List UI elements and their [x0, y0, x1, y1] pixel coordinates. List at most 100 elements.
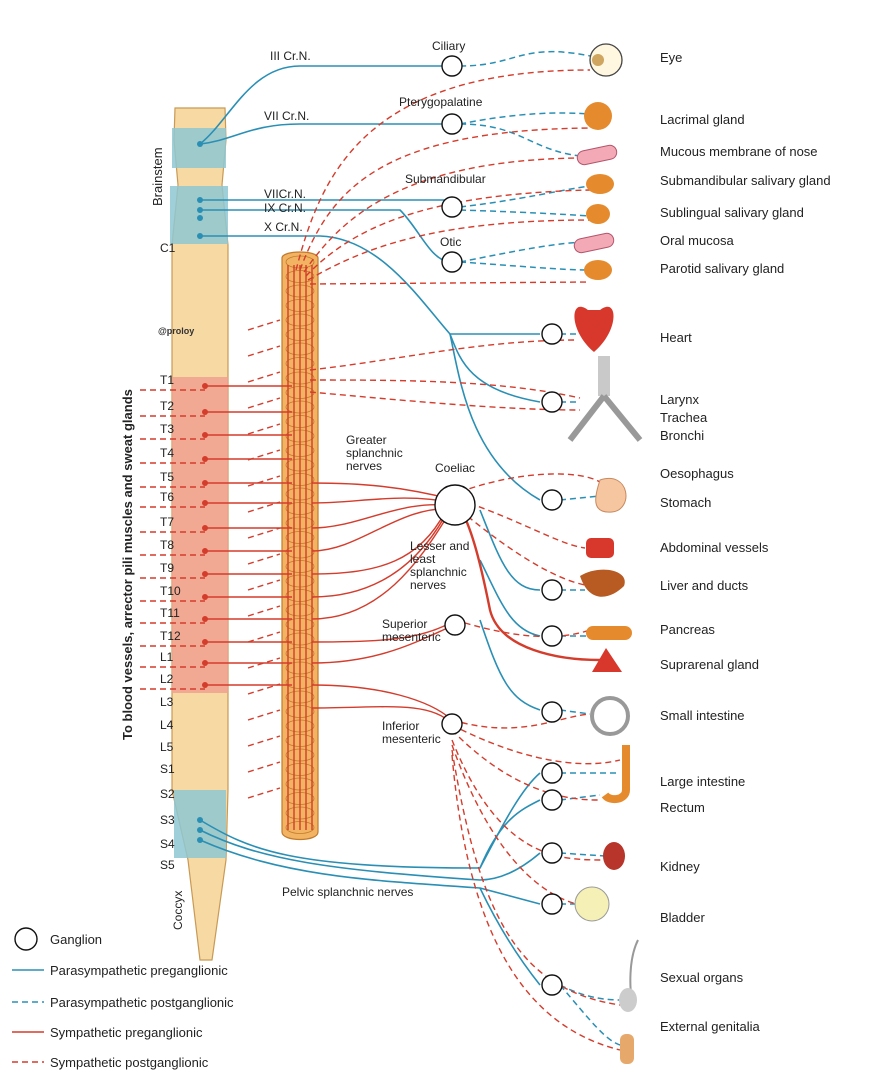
cord-dot: [202, 616, 208, 622]
greater-splanchnic-nerve: [311, 497, 456, 504]
suprarenal-icon: [592, 648, 622, 672]
abdominal-vessel-icon: [586, 538, 614, 558]
liver-icon: [580, 569, 625, 597]
cord-dot: [202, 571, 208, 577]
segment-label-t11: T11: [160, 606, 180, 620]
organ-label-sexual-organs: Sexual organs: [660, 970, 744, 985]
organ-label-kidney: Kidney: [660, 859, 700, 874]
large-intestine-ganglion: [541, 762, 563, 784]
grey-ramus: [247, 787, 281, 799]
mesenteric-nerve: [311, 625, 453, 664]
cranial-parasympathetic: [199, 50, 626, 1046]
organ-label-liver-and-ducts: Liver and ducts: [660, 578, 749, 593]
segment-label-t6: T6: [160, 490, 174, 504]
organ-label-bladder: Bladder: [660, 910, 705, 925]
segment-label-t2: T2: [160, 399, 174, 413]
grey-ramus: [247, 605, 281, 617]
organ-label-lacrimal-gland: Lacrimal gland: [660, 112, 745, 127]
grey-ramus: [247, 683, 281, 695]
organ-label-larynx: Larynx: [660, 392, 700, 407]
legend-ganglion-icon: [14, 927, 38, 951]
cranial-vii-label: VIICr.N.: [264, 187, 306, 201]
segment-label-t9: T9: [160, 561, 174, 575]
inferior-mesenteric-ganglion: [441, 713, 463, 735]
segment-label-s4: S4: [160, 837, 175, 851]
parotid-gland-icon: [584, 260, 612, 280]
grey-ramus: [247, 319, 281, 331]
sublingual-gland-icon: [586, 204, 610, 224]
grey-ramus: [247, 449, 281, 461]
organ-label-pancreas: Pancreas: [660, 622, 715, 637]
submandibular-ganglion: [441, 196, 463, 218]
spinal-cord: [170, 107, 229, 961]
segment-label-t3: T3: [160, 422, 174, 436]
cord-dot: [202, 409, 208, 415]
lung-ganglion: [541, 391, 563, 413]
bladder-ganglion: [541, 893, 563, 915]
segment-label-l4: L4: [160, 718, 174, 732]
brainstem-label: Brainstem: [150, 147, 165, 206]
segment-label-l2: L2: [160, 672, 174, 686]
segment-label-s2: S2: [160, 787, 175, 801]
lesser-splanchnic-nerve: [311, 511, 446, 575]
liver-ganglion: [541, 579, 563, 601]
cord-para-dot: [197, 215, 203, 221]
organ-label-oesophagus: Oesophagus: [660, 466, 734, 481]
rectum-ganglion: [541, 789, 563, 811]
grey-ramus: [247, 657, 281, 669]
nose-mucosa-icon: [576, 144, 618, 166]
kidney-ganglion: [541, 842, 563, 864]
cranial-vii-top-label: VII Cr.N.: [264, 109, 309, 123]
legend-para-post: Parasympathetic postganglionic: [50, 995, 234, 1010]
legend-symp-pre: Sympathetic preganglionic: [50, 1025, 203, 1040]
eye-icon: [589, 43, 623, 77]
grey-ramus: [247, 553, 281, 565]
cord-dot: [202, 682, 208, 688]
segment-label-c1: C1: [160, 241, 176, 255]
cord-dot: [202, 594, 208, 600]
small-intestine-ganglion: [541, 701, 563, 723]
cranial-nerve-labels: III Cr.N. VII Cr.N. VIICr.N. IX Cr.N. X …: [264, 49, 311, 234]
superior-mesenteric-ganglion: [444, 614, 466, 636]
stomach-icon: [595, 477, 627, 513]
large-intestine-icon: [601, 745, 630, 804]
segment-label-t1: T1: [160, 373, 174, 387]
ciliary-label: Ciliary: [432, 39, 465, 53]
grey-ramus: [247, 631, 281, 643]
heart-icon: [574, 306, 614, 352]
legend-symp-post: Sympathetic postganglionic: [50, 1055, 209, 1070]
submandibular-gland-icon: [586, 174, 614, 194]
segment-label-s1: S1: [160, 762, 175, 776]
pterygopalatine-label: Pterygopalatine: [399, 95, 483, 109]
segment-label-t10: T10: [160, 584, 181, 598]
grey-ramus: [247, 761, 281, 773]
greater-splanchnic-nerve: [311, 504, 456, 529]
organ-label-rectum: Rectum: [660, 800, 705, 815]
oral-mucosa-icon: [573, 232, 615, 254]
ciliary-ganglion: [441, 55, 463, 77]
bladder-icon: [574, 886, 610, 922]
pterygopalatine-ganglion: [441, 113, 463, 135]
organ-label-oral-mucosa: Oral mucosa: [660, 233, 734, 248]
organ-label-eye: Eye: [660, 50, 682, 65]
pancreas-icon: [586, 626, 632, 640]
segment-label-l1: L1: [160, 650, 174, 664]
organ-label-stomach: Stomach: [660, 495, 711, 510]
segment-label-t12: T12: [160, 629, 181, 643]
organ-label-small-intestine: Small intestine: [660, 708, 745, 723]
cranial-x-label: X Cr.N.: [264, 220, 303, 234]
segment-label-t7: T7: [160, 515, 174, 529]
sympathetic-postganglionic: [295, 69, 621, 1051]
organ-label-bronchi: Bronchi: [660, 428, 704, 443]
segment-label-s5: S5: [160, 858, 175, 872]
grey-ramus: [247, 527, 281, 539]
cord-dot: [202, 660, 208, 666]
cord-dot: [202, 456, 208, 462]
pancreas-ganglion: [541, 625, 563, 647]
cord-dot: [202, 432, 208, 438]
grey-ramus: [247, 501, 281, 513]
segment-label-t4: T4: [160, 446, 174, 460]
organ-label-sublingual-salivary-gland: Sublingual salivary gland: [660, 205, 804, 220]
